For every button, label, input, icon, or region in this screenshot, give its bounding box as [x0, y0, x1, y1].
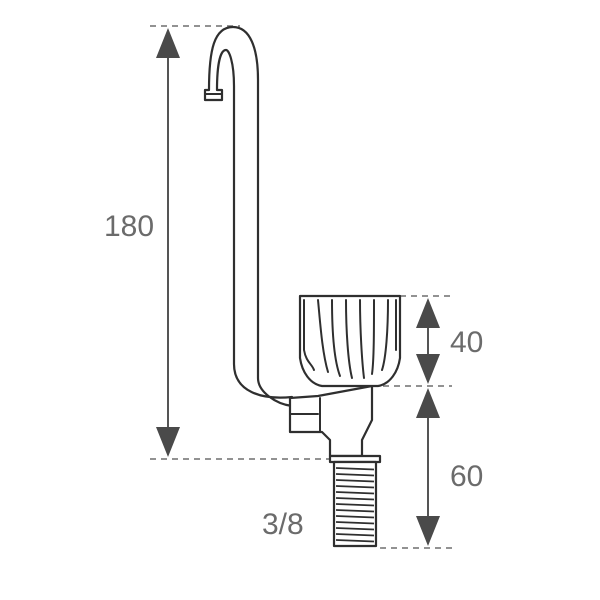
valve-body: [288, 384, 374, 458]
arrow-down-icon: [416, 516, 440, 546]
extension-lines: [150, 25, 452, 549]
thread-line: [335, 479, 375, 483]
faucet-spout: [203, 25, 294, 408]
thread-line: [335, 467, 375, 471]
arrow-down-icon: [156, 427, 180, 457]
base-height-label: 60: [450, 460, 484, 493]
thread-line: [335, 503, 375, 507]
thread-line: [335, 497, 375, 501]
thread-size-label: 3/8: [262, 508, 304, 541]
arrow-down-icon: [416, 354, 440, 384]
thread-line: [335, 485, 375, 489]
thread-line: [335, 539, 375, 543]
total-height-label: 180: [104, 210, 155, 243]
arrow-up-icon: [416, 388, 440, 418]
thread-line: [335, 509, 375, 513]
thread-line: [335, 533, 375, 537]
dimension-total-height: [156, 28, 180, 457]
thread-line: [335, 527, 375, 531]
thread-line: [335, 491, 375, 495]
thread-line: [335, 473, 375, 477]
thread-line: [335, 521, 375, 525]
dimension-knob-height: [416, 298, 440, 384]
threaded-shank: [328, 454, 382, 548]
thread-line: [335, 515, 375, 519]
knob-height-label: 40: [450, 326, 484, 359]
arrow-up-icon: [416, 298, 440, 328]
arrow-up-icon: [156, 28, 180, 58]
thread-lines: [335, 467, 375, 543]
knob: [298, 294, 402, 388]
dimension-base-height: [416, 388, 440, 546]
